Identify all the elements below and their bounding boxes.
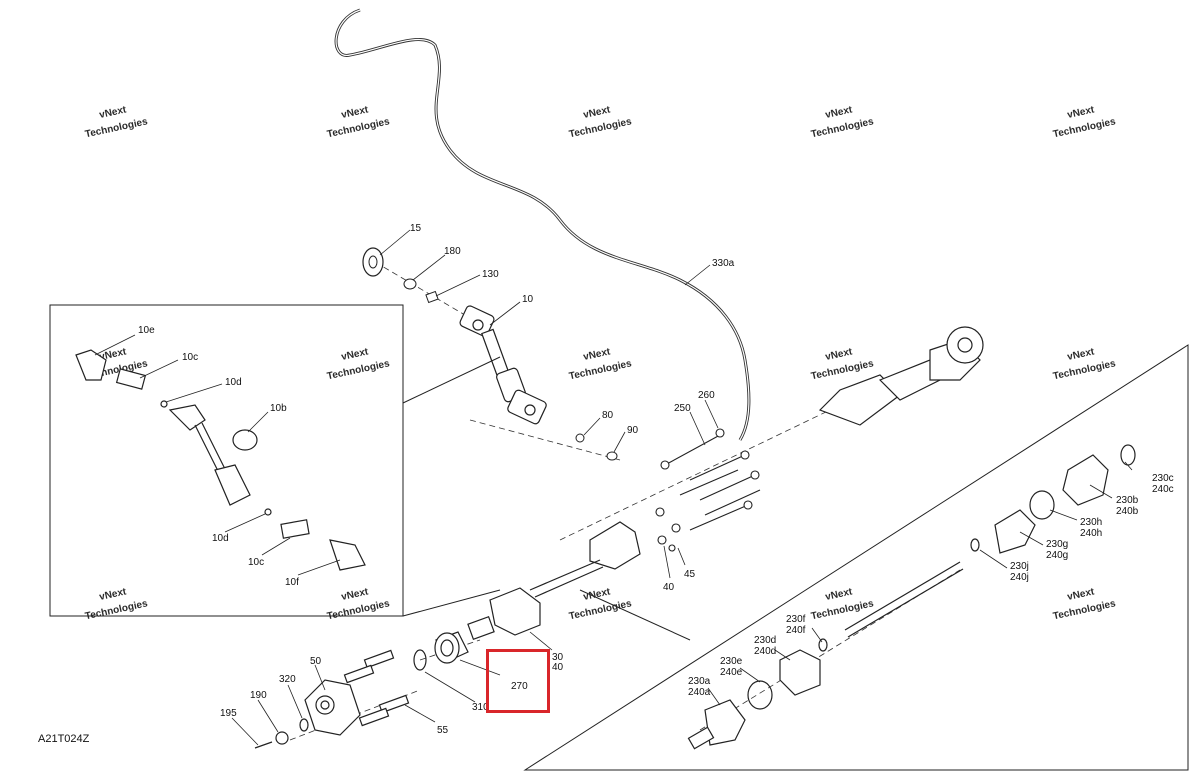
lower-drive-shaft: [467, 521, 641, 641]
callout-250: 250: [674, 403, 691, 414]
callout-230c: 230c: [1152, 473, 1174, 484]
callout-50: 50: [310, 656, 322, 667]
callout-45: 45: [684, 569, 696, 580]
bearing-270: [434, 631, 469, 664]
part-180: [403, 278, 417, 290]
callout-240j: 240j: [1010, 572, 1029, 583]
callout-10d-2: 10d: [212, 533, 229, 544]
washer-15: [362, 247, 384, 277]
hub-50: [254, 649, 410, 749]
callout-240a: 240a: [688, 687, 711, 698]
callout-labels: 15 180 130 10 330a 80 90 250 260 40 45 3…: [138, 223, 1174, 736]
callout-230f: 230f: [786, 614, 806, 625]
leader-lines: [94, 229, 1133, 746]
callout-10e: 10e: [138, 325, 155, 336]
callout-230b: 230b: [1116, 495, 1139, 506]
callout-10c: 10c: [182, 352, 198, 363]
upper-drive-shaft: [818, 326, 984, 426]
callout-10b: 10b: [270, 403, 287, 414]
bolts-250-260: [655, 428, 761, 552]
callout-230a: 230a: [688, 676, 711, 687]
callout-330a: 330a: [712, 258, 735, 269]
highlighted-part-label: 270: [511, 681, 528, 692]
part-80: [575, 433, 585, 443]
callout-30: 30: [552, 652, 564, 663]
callout-240f: 240f: [786, 625, 806, 636]
callout-240c: 240c: [1152, 484, 1174, 495]
callout-90: 90: [627, 425, 639, 436]
diagram-code: A21T024Z: [38, 733, 90, 745]
inset-detail-box: [49, 304, 501, 617]
callout-195: 195: [220, 708, 237, 719]
callout-240d: 240d: [754, 646, 776, 657]
callout-55: 55: [437, 725, 449, 736]
wire-harness-330a: [334, 8, 751, 441]
highlighted-part-box[interactable]: 270: [486, 649, 550, 713]
callout-320: 320: [279, 674, 296, 685]
callout-260: 260: [698, 390, 715, 401]
callout-240g: 240g: [1046, 550, 1068, 561]
callout-80: 80: [602, 410, 614, 421]
callout-230h: 230h: [1080, 517, 1102, 528]
callout-240h: 240h: [1080, 528, 1102, 539]
callout-240e: 240e: [720, 667, 743, 678]
callout-180: 180: [444, 246, 461, 257]
callout-10d: 10d: [225, 377, 242, 388]
callout-40: 40: [663, 582, 675, 593]
callout-310: 310: [472, 702, 489, 713]
cv-joint-detail-box: [523, 344, 1189, 771]
callout-15: 15: [410, 223, 422, 234]
callout-130: 130: [482, 269, 499, 280]
callout-10: 10: [522, 294, 534, 305]
callout-230g: 230g: [1046, 539, 1068, 550]
callout-240b: 240b: [1116, 506, 1139, 517]
callout-10f: 10f: [285, 577, 299, 588]
callout-190: 190: [250, 690, 267, 701]
ring-310: [413, 649, 427, 671]
callout-230e: 230e: [720, 656, 743, 667]
callout-10c-2: 10c: [248, 557, 264, 568]
propeller-shaft-10: [459, 305, 547, 425]
callout-40b: 40: [552, 662, 564, 673]
assembly-axes: [289, 261, 961, 741]
part-90: [606, 451, 618, 461]
callout-230d: 230d: [754, 635, 776, 646]
callout-230j: 230j: [1010, 561, 1029, 572]
